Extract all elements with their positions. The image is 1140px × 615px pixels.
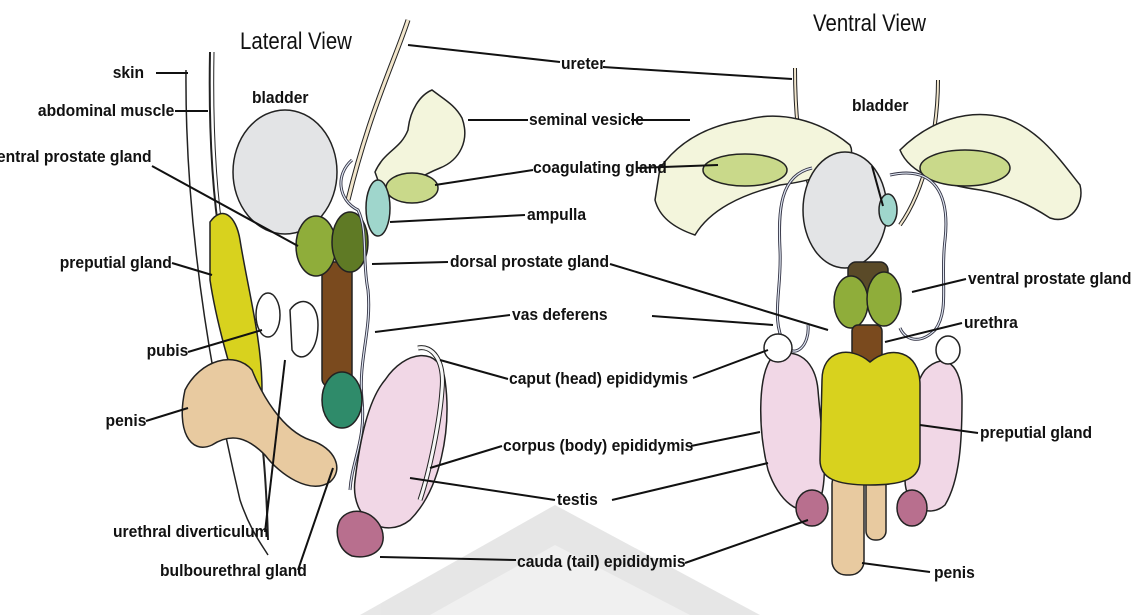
label-pubis: pubis	[146, 341, 188, 361]
label-bladder-ventral: bladder	[852, 96, 908, 116]
label-bladder-lateral: bladder	[252, 88, 308, 108]
label-urethral-diverticulum: urethral diverticulum	[113, 522, 269, 542]
lateral-view-title: Lateral View	[240, 28, 352, 56]
label-penis-ventral: penis	[934, 563, 975, 583]
coagulating-gland-lateral	[386, 173, 438, 203]
coagulating-gland-ventral-left	[703, 154, 787, 186]
penis-ventral	[832, 470, 864, 575]
label-coagulating-gland: coagulating gland	[533, 158, 667, 178]
urethra-lateral	[322, 262, 352, 387]
preputial-gland-ventral	[820, 352, 920, 485]
bladder-lateral	[233, 110, 337, 234]
label-ampulla: ampulla	[527, 205, 586, 225]
label-preputial-gland-lateral: preputial gland	[60, 253, 172, 273]
bulbourethral-gland-lateral	[322, 372, 362, 428]
label-vas-deferens: vas deferens	[512, 305, 608, 325]
label-skin: skin	[113, 63, 144, 83]
label-caput-epididymis: caput (head) epididymis	[509, 369, 688, 389]
label-cauda-epididymis: cauda (tail) epididymis	[517, 552, 686, 572]
cauda-epididymis-ventral-right	[897, 490, 927, 526]
label-corpus-epididymis: corpus (body) epididymis	[503, 436, 693, 456]
ventral-prostate-ventral-right	[867, 272, 901, 326]
label-preputial-gland-ventral: preputial gland	[980, 423, 1092, 443]
testis-ventral-left	[761, 353, 825, 510]
ampulla-lateral	[366, 180, 390, 236]
label-ventral-prostate-lateral: ventral prostate gland	[0, 147, 152, 167]
label-urethra: urethra	[964, 313, 1018, 333]
label-testis: testis	[557, 490, 598, 510]
label-ureter: ureter	[561, 54, 605, 74]
label-seminal-vesicle: seminal vesicle	[529, 110, 644, 130]
label-dorsal-prostate-gland: dorsal prostate gland	[450, 252, 609, 272]
label-bulbourethral-gland: bulbourethral gland	[160, 561, 307, 581]
label-abdominal-muscle: abdominal muscle	[38, 101, 174, 121]
cauda-epididymis-ventral-left	[796, 490, 828, 526]
ventral-prostate-lateral	[296, 216, 336, 276]
coagulating-gland-ventral-right	[920, 150, 1010, 186]
lateral-anatomy	[182, 20, 465, 557]
ventral-view-title: Ventral View	[813, 10, 926, 38]
bladder-ventral	[803, 152, 887, 268]
ventral-prostate-ventral-left	[834, 276, 868, 328]
label-penis-lateral: penis	[105, 411, 146, 431]
label-ventral-prostate-ventral: ventral prostate gland	[968, 269, 1131, 289]
